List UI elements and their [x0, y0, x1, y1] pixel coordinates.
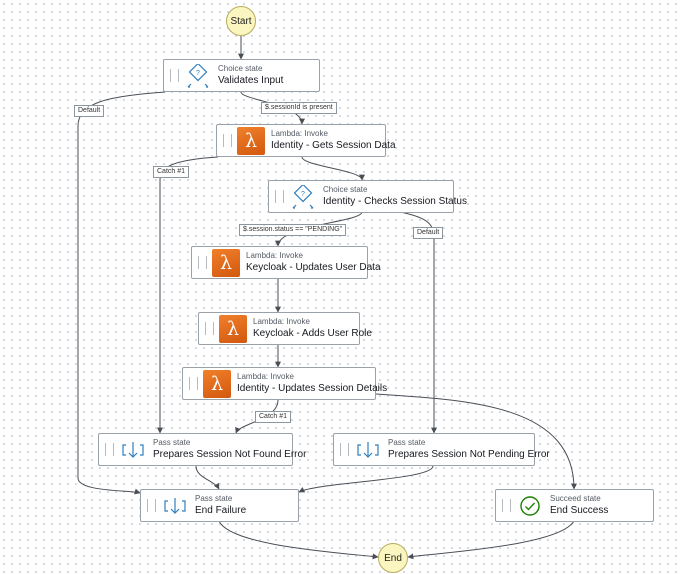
- edge-notpending-to-failure: [298, 465, 434, 493]
- state-name: End Failure: [195, 505, 247, 517]
- choice-state-icon: ?: [184, 62, 212, 90]
- drag-handle[interactable]: [105, 443, 114, 456]
- drag-handle[interactable]: [502, 499, 511, 512]
- state-type: Choice state: [323, 185, 368, 195]
- state-name: Keycloak - Updates User Data: [246, 262, 381, 274]
- lambda-icon: λ: [212, 248, 240, 277]
- state-name: Prepares Session Not Found Error: [153, 449, 307, 461]
- edge-success-to-end: [407, 520, 575, 560]
- drag-handle[interactable]: [340, 443, 349, 456]
- edge-label-status-pending[interactable]: $.session.status == "PENDING": [239, 224, 347, 236]
- state-type: Pass state: [153, 438, 191, 448]
- edge-label-session-id-present[interactable]: $.sessionId is present: [261, 102, 337, 114]
- drag-handle[interactable]: [189, 377, 198, 390]
- state-name: Identity - Updates Session Details: [237, 383, 388, 395]
- drag-handle[interactable]: [198, 256, 207, 269]
- state-type: Pass state: [388, 438, 426, 448]
- end-node[interactable]: End: [378, 543, 408, 573]
- state-end-success[interactable]: Succeed state End Success: [495, 489, 654, 522]
- svg-text:?: ?: [196, 70, 200, 77]
- choice-state-icon: ?: [289, 183, 317, 211]
- state-name: Keycloak - Adds User Role: [253, 328, 372, 340]
- edge-checks-default: [399, 211, 437, 434]
- state-name: Validates Input: [218, 75, 284, 87]
- drag-handle[interactable]: [275, 190, 284, 203]
- drag-handle[interactable]: [170, 69, 179, 82]
- lambda-icon: λ: [237, 126, 265, 155]
- edge-label-catch[interactable]: Catch #1: [255, 411, 292, 423]
- state-session-not-found-error[interactable]: Pass state Prepares Session Not Found Er…: [98, 433, 306, 466]
- edge-failure-to-end: [218, 520, 379, 560]
- state-name: Identity - Checks Session Status: [323, 196, 467, 208]
- state-updates-session-details[interactable]: λ Lambda: Invoke Identity - Updates Sess…: [182, 367, 387, 400]
- state-name: Identity - Gets Session Data: [271, 140, 396, 152]
- edge-label-catch[interactable]: Catch #1: [153, 166, 190, 178]
- edge-validates-default: [77, 91, 166, 495]
- state-checks-session-status[interactable]: ? Choice state Identity - Checks Session…: [268, 180, 467, 213]
- svg-text:?: ?: [301, 191, 305, 198]
- drag-handle[interactable]: [223, 134, 232, 147]
- state-type: Choice state: [218, 64, 263, 74]
- state-adds-user-role[interactable]: λ Lambda: Invoke Keycloak - Adds User Ro…: [198, 312, 372, 345]
- state-name: End Success: [550, 505, 609, 517]
- pass-state-icon: [354, 436, 382, 464]
- lambda-icon: λ: [219, 314, 247, 343]
- edge-label-default[interactable]: Default: [74, 105, 105, 117]
- end-label: End: [384, 552, 402, 564]
- state-name: Prepares Session Not Pending Error: [388, 449, 550, 461]
- state-type: Lambda: Invoke: [246, 251, 303, 261]
- start-label: Start: [230, 15, 252, 27]
- pass-state-icon: [119, 436, 147, 464]
- edge-notfound-to-failure: [195, 465, 220, 490]
- state-type: Lambda: Invoke: [237, 372, 294, 382]
- state-gets-session-data[interactable]: λ Lambda: Invoke Identity - Gets Session…: [216, 124, 396, 157]
- start-node[interactable]: Start: [226, 6, 256, 36]
- state-session-not-pending-error[interactable]: Pass state Prepares Session Not Pending …: [333, 433, 550, 466]
- lambda-icon: λ: [203, 369, 231, 398]
- succeed-state-icon: [516, 492, 544, 520]
- edge-session-to-success: [375, 393, 577, 490]
- pass-state-icon: [161, 492, 189, 520]
- drag-handle[interactable]: [147, 499, 156, 512]
- state-validates-input[interactable]: ? Choice state Validates Input: [163, 59, 320, 92]
- edge-gets-to-checks: [301, 156, 365, 181]
- state-type: Lambda: Invoke: [271, 129, 328, 139]
- state-type: Lambda: Invoke: [253, 317, 310, 327]
- state-end-failure[interactable]: Pass state End Failure: [140, 489, 299, 522]
- state-type: Succeed state: [550, 494, 601, 504]
- edge-label-default[interactable]: Default: [413, 227, 444, 239]
- state-updates-user-data[interactable]: λ Lambda: Invoke Keycloak - Updates User…: [191, 246, 381, 279]
- state-type: Pass state: [195, 494, 233, 504]
- drag-handle[interactable]: [205, 322, 214, 335]
